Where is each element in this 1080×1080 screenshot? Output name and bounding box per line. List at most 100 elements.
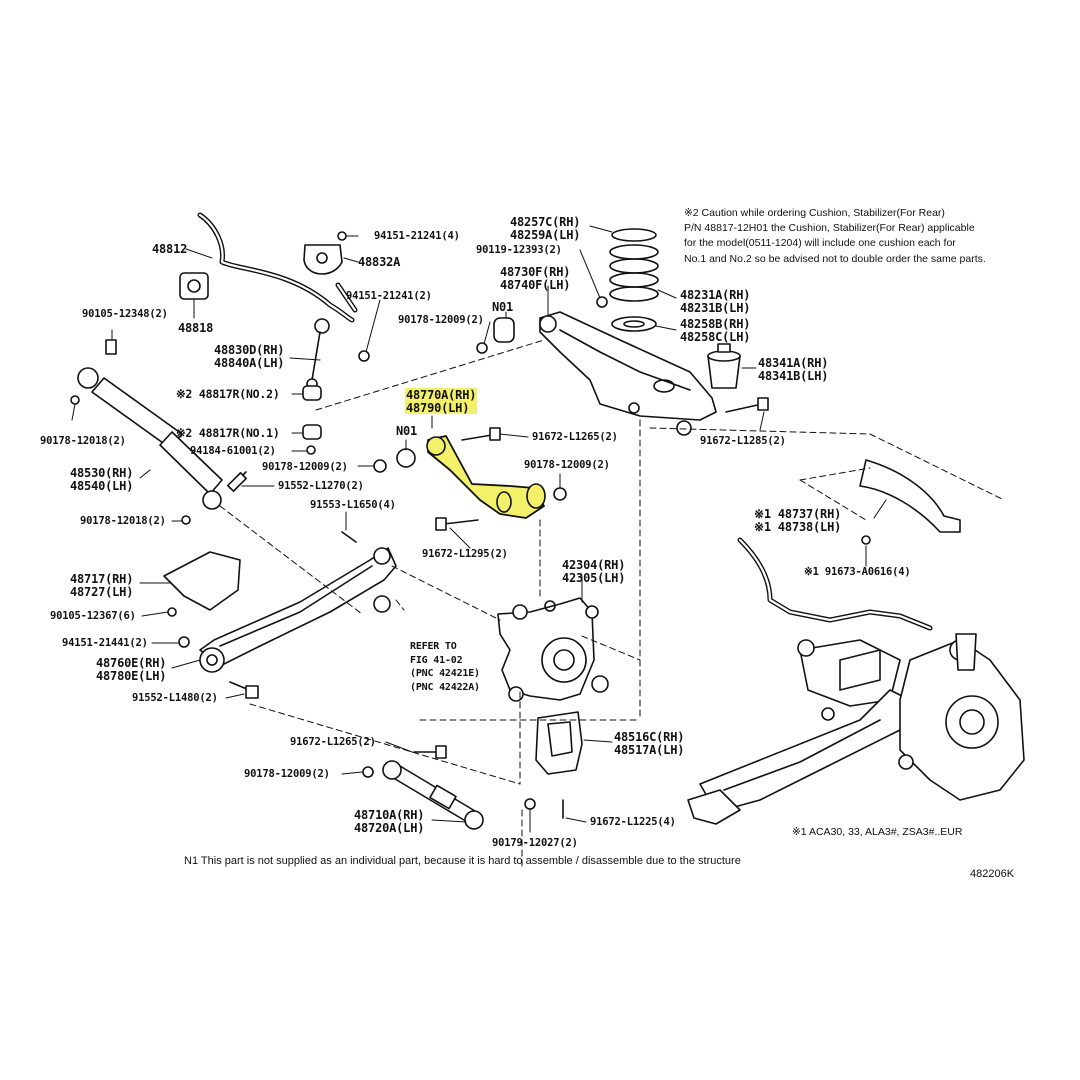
stabilizer-link [306,318,370,390]
part-label: 91672-L1265(2) [290,736,376,748]
part-label-lh: 48840A(LH) [214,356,285,370]
part-label-lh: 48780E(LH) [96,669,167,683]
part-label: 90178-12009(2) [524,459,610,471]
part-label-rh: 42304(RH) [562,558,626,572]
assembly-overview [687,537,1025,825]
stabilizer-bracket [303,231,347,275]
part-label: 94151-21241(4) [374,230,460,242]
part-label: 48717(RH) 48727(LH) [70,573,133,598]
caution-line-3: No.1 and No.2 so be advised not to doubl… [684,252,986,265]
part-label: 90178-12009(2) [262,461,348,473]
part-label: 90105-12348(2) [82,308,168,320]
part-label: 91672-L1295(2) [422,548,508,560]
part-label: 90178-12009(2) [244,768,330,780]
stabilizer-cushions [302,385,387,473]
part-label: 91552-L1270(2) [278,480,364,492]
bump-stopper [707,343,741,389]
part-label-lh: ※1 48738(LH) [754,520,842,534]
part-label: 48516C(RH) 48517A(LH) [614,731,684,756]
spring-seat-bracket [524,711,583,819]
part-label: 48730F(RH) 48740F(LH) [500,266,570,291]
part-label-lh: 48258C(LH) [680,330,751,344]
part-label-rh: 48257C(RH) [510,215,581,229]
part-label: 91672-L1265(2) [532,431,618,443]
refer-line-3: (PNC 42421E) [410,668,480,679]
coil-spring [609,228,659,332]
part-label: 90178-12009(2) [398,314,484,326]
diagram-id: 482206K [970,868,1015,880]
part-label-lh: 42305(LH) [562,571,626,585]
lateral-link [362,745,484,830]
part-label: 90105-12367(6) [50,610,136,622]
part-label-lh: 48720A(LH) [354,821,425,835]
part-label-rh: 48231A(RH) [680,288,751,302]
part-label-rh: 48530(RH) [70,466,134,480]
highlighted-arm [396,427,567,531]
refer-line-2: FIG 41-02 [410,654,463,666]
refer-line-1: REFER TO [410,641,457,652]
footnote-mark: N01 [492,300,514,314]
part-label-rh: 48760E(RH) [96,656,167,670]
part-label: ※2 48817R(NO.2) [176,387,280,401]
part-label: 94151-21441(2) [62,637,148,649]
splash-shield [859,459,961,545]
part-label: 91672-L1285(2) [700,435,786,447]
refer-note: REFER TO FIG 41-02 (PNC 42421E) (PNC 424… [410,640,480,694]
part-label: 90119-12393(2) [476,244,562,256]
stabilizer-bushing [179,272,209,300]
part-label: 91672-L1225(4) [590,816,676,828]
highlighted-part-label: 48770A(RH) 48790(LH) [405,388,478,414]
part-label: 48257C(RH) 48259A(LH) [510,216,580,241]
footnote-n1: N1 This part is not supplied as an indiv… [184,855,741,867]
part-label-rh: 48730F(RH) [500,265,571,279]
part-label-lh: 48740F(LH) [500,278,571,292]
part-label: 94151-21241(2) [346,290,432,302]
caution-title: ※2 Caution while ordering Cushion, Stabi… [684,207,945,219]
part-label: 48832A [358,255,401,269]
lower-control-arm [476,296,769,436]
part-label-rh: 48516C(RH) [614,730,685,744]
part-label-lh: 48341B(LH) [758,369,829,383]
shock-absorber [70,339,247,525]
part-label-rh: 48341A(RH) [758,356,829,370]
part-label: 90178-12018(2) [40,435,126,447]
part-label-lh: 48231B(LH) [680,301,751,315]
part-label: 91553-L1650(4) [310,499,396,511]
part-label: 48812 [152,242,188,256]
stabilizer-bar [197,212,358,323]
applicability-note: ※1 ACA30, 33, ALA3#, ZSA3#..EUR [792,826,963,838]
part-label: 48231A(RH) 48231B(LH) [680,289,750,314]
part-label-lh: 48259A(LH) [510,228,581,242]
trailing-arm [163,531,397,699]
part-label-rh: 48830D(RH) [214,343,285,357]
part-label: 48258B(RH) 48258C(LH) [680,318,750,343]
part-label: ※2 48817R(NO.1) [176,426,280,440]
caution-line-2: for the model(0511-1204) will include on… [684,237,956,250]
part-label-rh: 48717(RH) [70,572,134,586]
part-label-rh: 48258B(RH) [680,317,751,331]
caution-line-1: P/N 48817-12H01 the Cushion, Stabilizer(… [684,222,975,235]
refer-line-4: (PNC 42422A) [410,681,480,693]
part-label-lh: 48517A(LH) [614,743,685,757]
part-label: ※1 91673-A0616(4) [804,566,911,578]
part-label-rh: ※1 48737(RH) [754,507,842,521]
part-label: 48341A(RH) 48341B(LH) [758,357,828,382]
part-label-lh: 48540(LH) [70,479,134,493]
part-label: 42304(RH) 42305(LH) [562,559,625,584]
leader-lines [71,225,887,833]
part-label-lh: 48790(LH) [405,402,478,414]
part-label: 91552-L1480(2) [132,692,218,704]
part-label: 48830D(RH) 48840A(LH) [214,344,284,369]
reference-dashed-lines [219,339,1005,869]
part-label: 94184-61001(2) [190,445,276,457]
part-label: ※1 48737(RH) ※1 48738(LH) [754,508,841,533]
footnote-mark: N01 [396,424,418,438]
part-label: 90179-12027(2) [492,837,578,849]
caution-note: ※2 Caution while ordering Cushion, Stabi… [684,206,986,267]
part-label-rh: 48710A(RH) [354,808,425,822]
part-label: 48710A(RH) 48720A(LH) [354,809,424,834]
part-label-lh: 48727(LH) [70,585,134,599]
part-label: 48530(RH) 48540(LH) [70,467,133,492]
